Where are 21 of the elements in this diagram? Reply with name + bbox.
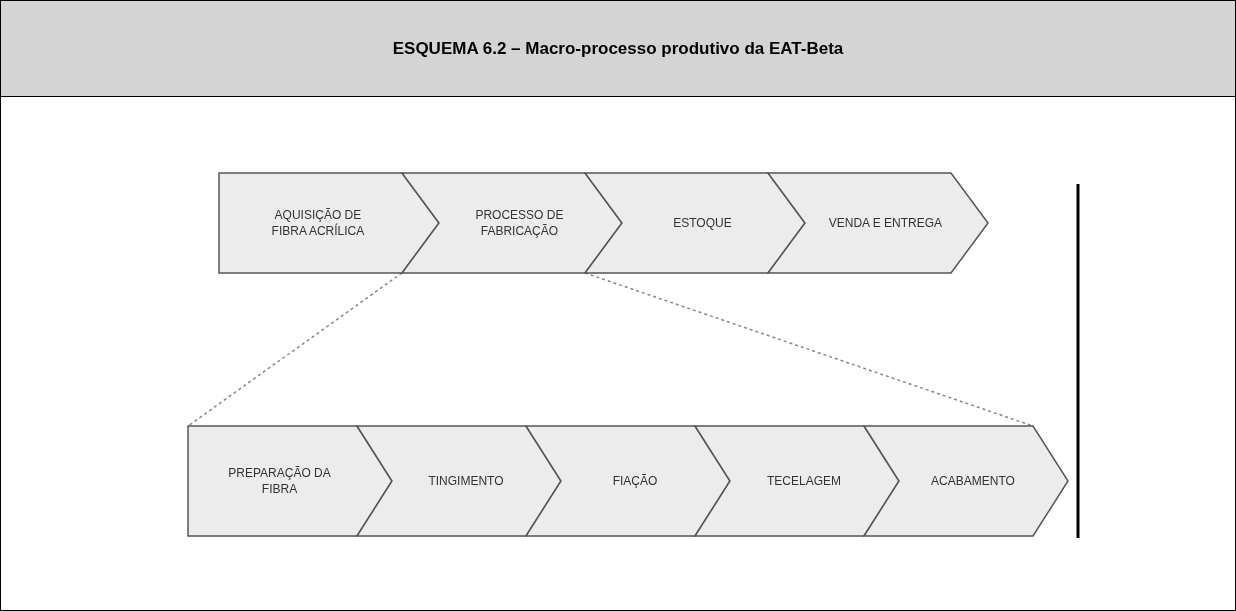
chevron-shape <box>524 425 731 537</box>
chevron-shape <box>693 425 900 537</box>
diagram-title: ESQUEMA 6.2 – Macro-processo produtivo da EAT-Beta <box>392 38 844 59</box>
step-label: PROCESSO DE FABRICAÇÃO <box>474 206 565 240</box>
step-label: VENDA E ENTREGA <box>828 214 943 232</box>
step-label: FIAÇÃO <box>612 472 658 490</box>
dotted-zoom-line <box>584 272 1034 427</box>
chevron-shape <box>862 425 1069 537</box>
step-label: TECELAGEM <box>767 472 841 490</box>
step-label: PREPARAÇÃO DA FIBRA <box>227 464 332 498</box>
step-label: ACABAMENTO <box>931 472 1015 490</box>
chevron-shape <box>400 172 623 274</box>
chevron-shape <box>583 172 806 274</box>
step-label: ESTOQUE <box>673 214 732 232</box>
chevron-shape <box>187 425 393 537</box>
dotted-zoom-line <box>187 272 403 427</box>
step-label: AQUISIÇÃO DE FIBRA ACRÍLICA <box>270 206 366 240</box>
chevron-shape <box>218 172 440 274</box>
chevron-shape <box>766 172 989 274</box>
step-label: TINGIMENTO <box>428 472 504 490</box>
chevron-shape <box>355 425 562 537</box>
